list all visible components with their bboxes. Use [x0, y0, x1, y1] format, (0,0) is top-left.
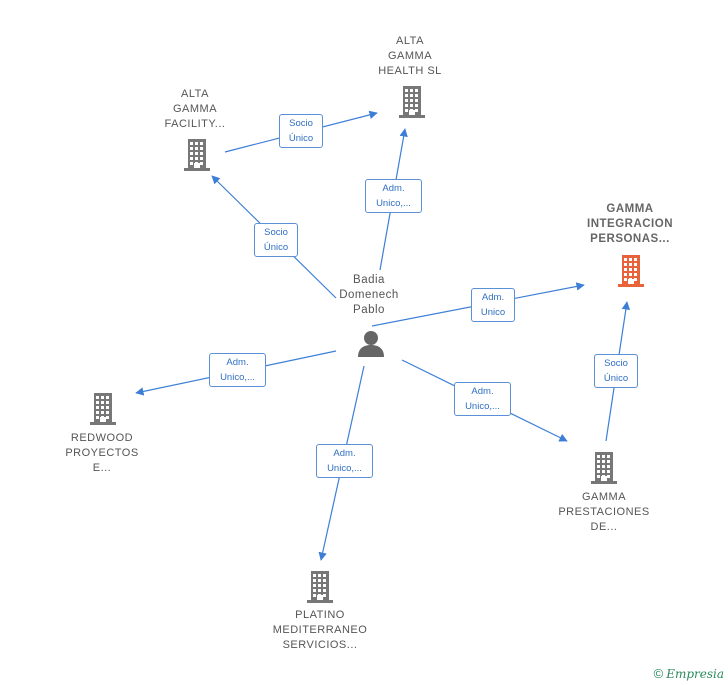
- brand-logo: Empresia: [666, 667, 724, 681]
- footer-brand: ©Empresia: [654, 666, 724, 681]
- edge-label-adm-unico: Adm. Unico,...: [209, 353, 266, 387]
- building-icon[interactable]: [396, 85, 428, 119]
- person-icon[interactable]: [356, 329, 386, 359]
- node-label-redwood[interactable]: REDWOOD PROYECTOS E...: [65, 432, 139, 474]
- edge-label-adm-unico: Adm. Unico,...: [316, 444, 373, 478]
- edge-label-socio-unico: Socio Único: [594, 354, 638, 388]
- edge-label-adm-unico: Adm. Unico,...: [365, 179, 422, 213]
- building-icon[interactable]: [181, 138, 213, 172]
- copyright-icon: ©: [653, 666, 664, 681]
- building-icon[interactable]: [615, 254, 647, 288]
- building-icon[interactable]: [588, 451, 620, 485]
- edge-label-socio-unico: Socio Único: [279, 114, 323, 148]
- building-icon[interactable]: [87, 392, 119, 426]
- node-label-gamma-integracion[interactable]: GAMMA INTEGRACION PERSONAS...: [587, 203, 673, 245]
- edge-label-adm-unico: Adm. Unico: [471, 288, 515, 322]
- node-label-platino[interactable]: PLATINO MEDITERRANEO SERVICIOS...: [272, 609, 368, 651]
- node-label-gamma-prestaciones[interactable]: GAMMA PRESTACIONES DE...: [558, 491, 650, 533]
- node-label-alta-gamma-health[interactable]: ALTA GAMMA HEALTH SL: [378, 35, 442, 77]
- node-label-alta-gamma-facility[interactable]: ALTA GAMMA FACILITY...: [164, 88, 226, 130]
- edge-label-adm-unico: Adm. Unico,...: [454, 382, 511, 416]
- center-person-label[interactable]: Badia Domenech Pablo: [339, 274, 399, 316]
- building-icon[interactable]: [304, 570, 336, 604]
- edge-label-socio-unico: Socio Único: [254, 223, 298, 257]
